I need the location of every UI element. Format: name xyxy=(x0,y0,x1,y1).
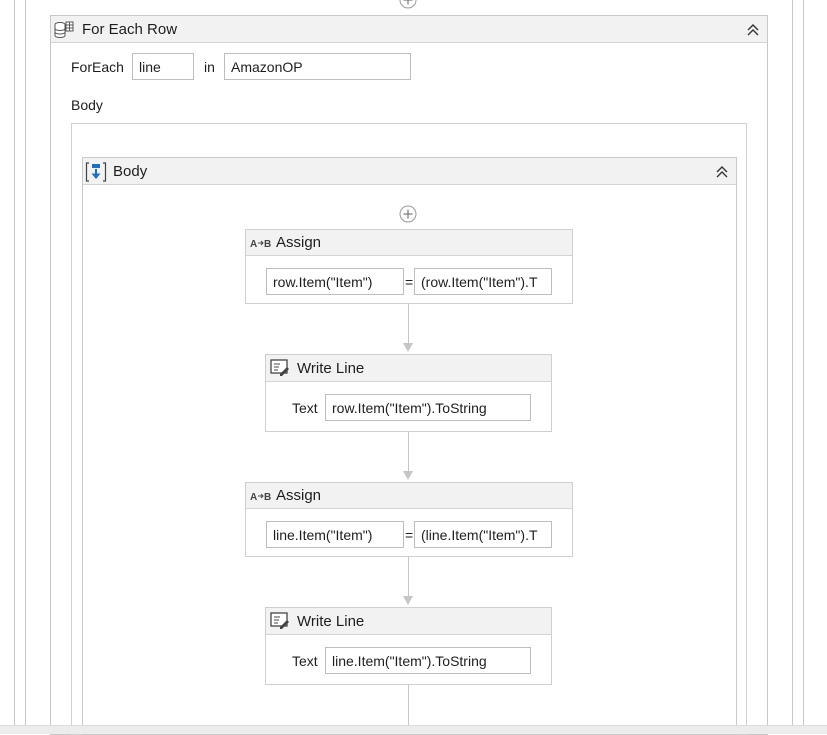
connector-arrow xyxy=(403,343,413,352)
svg-text:A: A xyxy=(250,492,257,502)
connector-line xyxy=(408,432,409,472)
sequence-header[interactable]: Body xyxy=(83,158,736,185)
connector-arrow xyxy=(403,596,413,605)
write-line-icon xyxy=(270,359,289,376)
assign-equals: = xyxy=(405,527,414,543)
svg-text:B: B xyxy=(264,239,271,249)
write-line-text-label: Text xyxy=(292,653,318,669)
assign-value-field[interactable]: (line.Item("Item").T xyxy=(414,521,552,548)
item-variable-field[interactable]: line xyxy=(132,53,194,80)
assign-title: Assign xyxy=(276,487,322,504)
assign-icon: A B xyxy=(250,239,271,249)
assign-header[interactable]: A B Assign xyxy=(246,230,572,256)
assign-to-field[interactable]: row.Item("Item") xyxy=(266,268,404,295)
in-label: in xyxy=(204,59,215,75)
body-label: Body xyxy=(71,97,103,113)
for-each-row-title: For Each Row xyxy=(82,20,178,38)
outer-border-right-inner xyxy=(792,0,793,725)
collapse-chevron-icon[interactable] xyxy=(714,163,730,179)
write-line-text-label: Text xyxy=(292,400,318,416)
write-line-text-field[interactable]: row.Item("Item").ToString xyxy=(325,394,531,421)
outer-border-right xyxy=(803,0,804,725)
outer-border-left xyxy=(14,0,15,725)
collection-field[interactable]: AmazonOP xyxy=(224,53,411,80)
outer-border-left-inner xyxy=(25,0,26,725)
assign-header[interactable]: A B Assign xyxy=(246,483,572,509)
for-each-row-header[interactable]: For Each Row xyxy=(51,16,767,43)
connector-line xyxy=(408,304,409,344)
add-activity-icon[interactable] xyxy=(399,0,417,9)
write-line-title: Write Line xyxy=(297,612,365,630)
write-line-text-field[interactable]: line.Item("Item").ToString xyxy=(325,647,531,674)
write-line-header[interactable]: Write Line xyxy=(266,608,551,635)
assign-title: Assign xyxy=(276,234,322,251)
sequence-title: Body xyxy=(113,162,148,180)
connector-arrow xyxy=(403,471,413,480)
foreach-label: ForEach xyxy=(71,59,124,75)
assign-equals: = xyxy=(405,274,414,290)
sequence-icon xyxy=(85,162,107,182)
svg-text:A: A xyxy=(250,239,257,249)
write-line-title: Write Line xyxy=(297,359,365,377)
assign-value-field[interactable]: (row.Item("Item").T xyxy=(414,268,552,295)
assign-icon: A B xyxy=(250,492,271,502)
database-table-icon xyxy=(54,21,74,39)
write-line-header[interactable]: Write Line xyxy=(266,355,551,382)
write-line-icon xyxy=(270,612,289,629)
bottom-scrollbar-track[interactable] xyxy=(0,725,827,734)
assign-to-field[interactable]: line.Item("Item") xyxy=(266,521,404,548)
connector-line xyxy=(408,685,409,725)
add-activity-icon[interactable] xyxy=(399,205,417,223)
svg-text:B: B xyxy=(264,492,271,502)
connector-line xyxy=(408,557,409,597)
collapse-chevron-icon[interactable] xyxy=(745,21,761,37)
